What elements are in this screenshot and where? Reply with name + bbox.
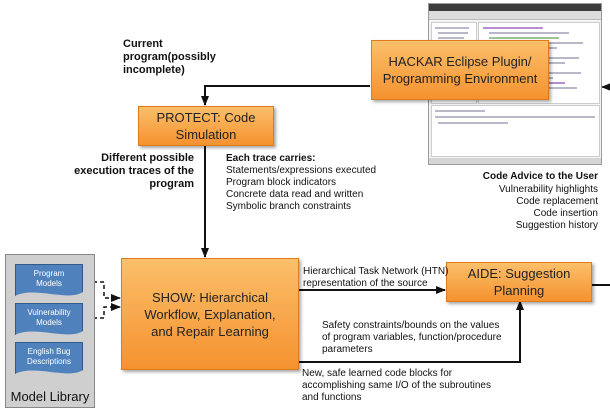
screenshot-title-bar bbox=[429, 4, 601, 11]
learned-label: New, safe learned code blocks for accomp… bbox=[302, 368, 491, 403]
edge-vulnerability-models bbox=[86, 303, 121, 319]
edge-program-models bbox=[86, 281, 121, 302]
screenshot-status-bar bbox=[429, 158, 601, 164]
trace-title: Each trace carries: bbox=[226, 153, 316, 164]
vulnerability-models-doc: Vulnerability Models bbox=[15, 303, 83, 337]
show-node: SHOW: Hierarchical Workflow, Explanation… bbox=[121, 258, 299, 370]
htn-label: Hierarchical Task Network (HTN) represen… bbox=[303, 266, 449, 289]
protect-node: PROTECT: Code Simulation bbox=[138, 106, 274, 146]
safety-label: Safety constraints/bounds on the values … bbox=[322, 320, 502, 355]
hackar-node: HACKAR Eclipse Plugin/ Programming Envir… bbox=[371, 40, 549, 100]
execution-traces-label: Different possible execution traces of t… bbox=[74, 152, 194, 190]
bug-descriptions-doc: English Bug Descriptions bbox=[15, 342, 83, 376]
advice-title: Code Advice to the User bbox=[482, 171, 598, 182]
program-models-doc: Program Models bbox=[15, 264, 83, 298]
edge-show-to-aide-constraints bbox=[298, 300, 524, 363]
current-program-label: Current program(possibly incomplete) bbox=[123, 38, 216, 76]
advice-items: Vulnerability highlights Code replacemen… bbox=[498, 184, 598, 231]
edge-hackar-to-protect bbox=[201, 85, 370, 106]
screenshot-problems-pane bbox=[431, 105, 600, 157]
aide-node: AIDE: Suggestion Planning bbox=[446, 262, 592, 302]
model-library: Program Models Vulnerability Models Engl… bbox=[5, 254, 95, 408]
model-library-title: Model Library bbox=[10, 389, 90, 404]
trace-items: Statements/expressions executed Program … bbox=[226, 165, 377, 212]
screenshot-toolbar bbox=[429, 11, 601, 20]
